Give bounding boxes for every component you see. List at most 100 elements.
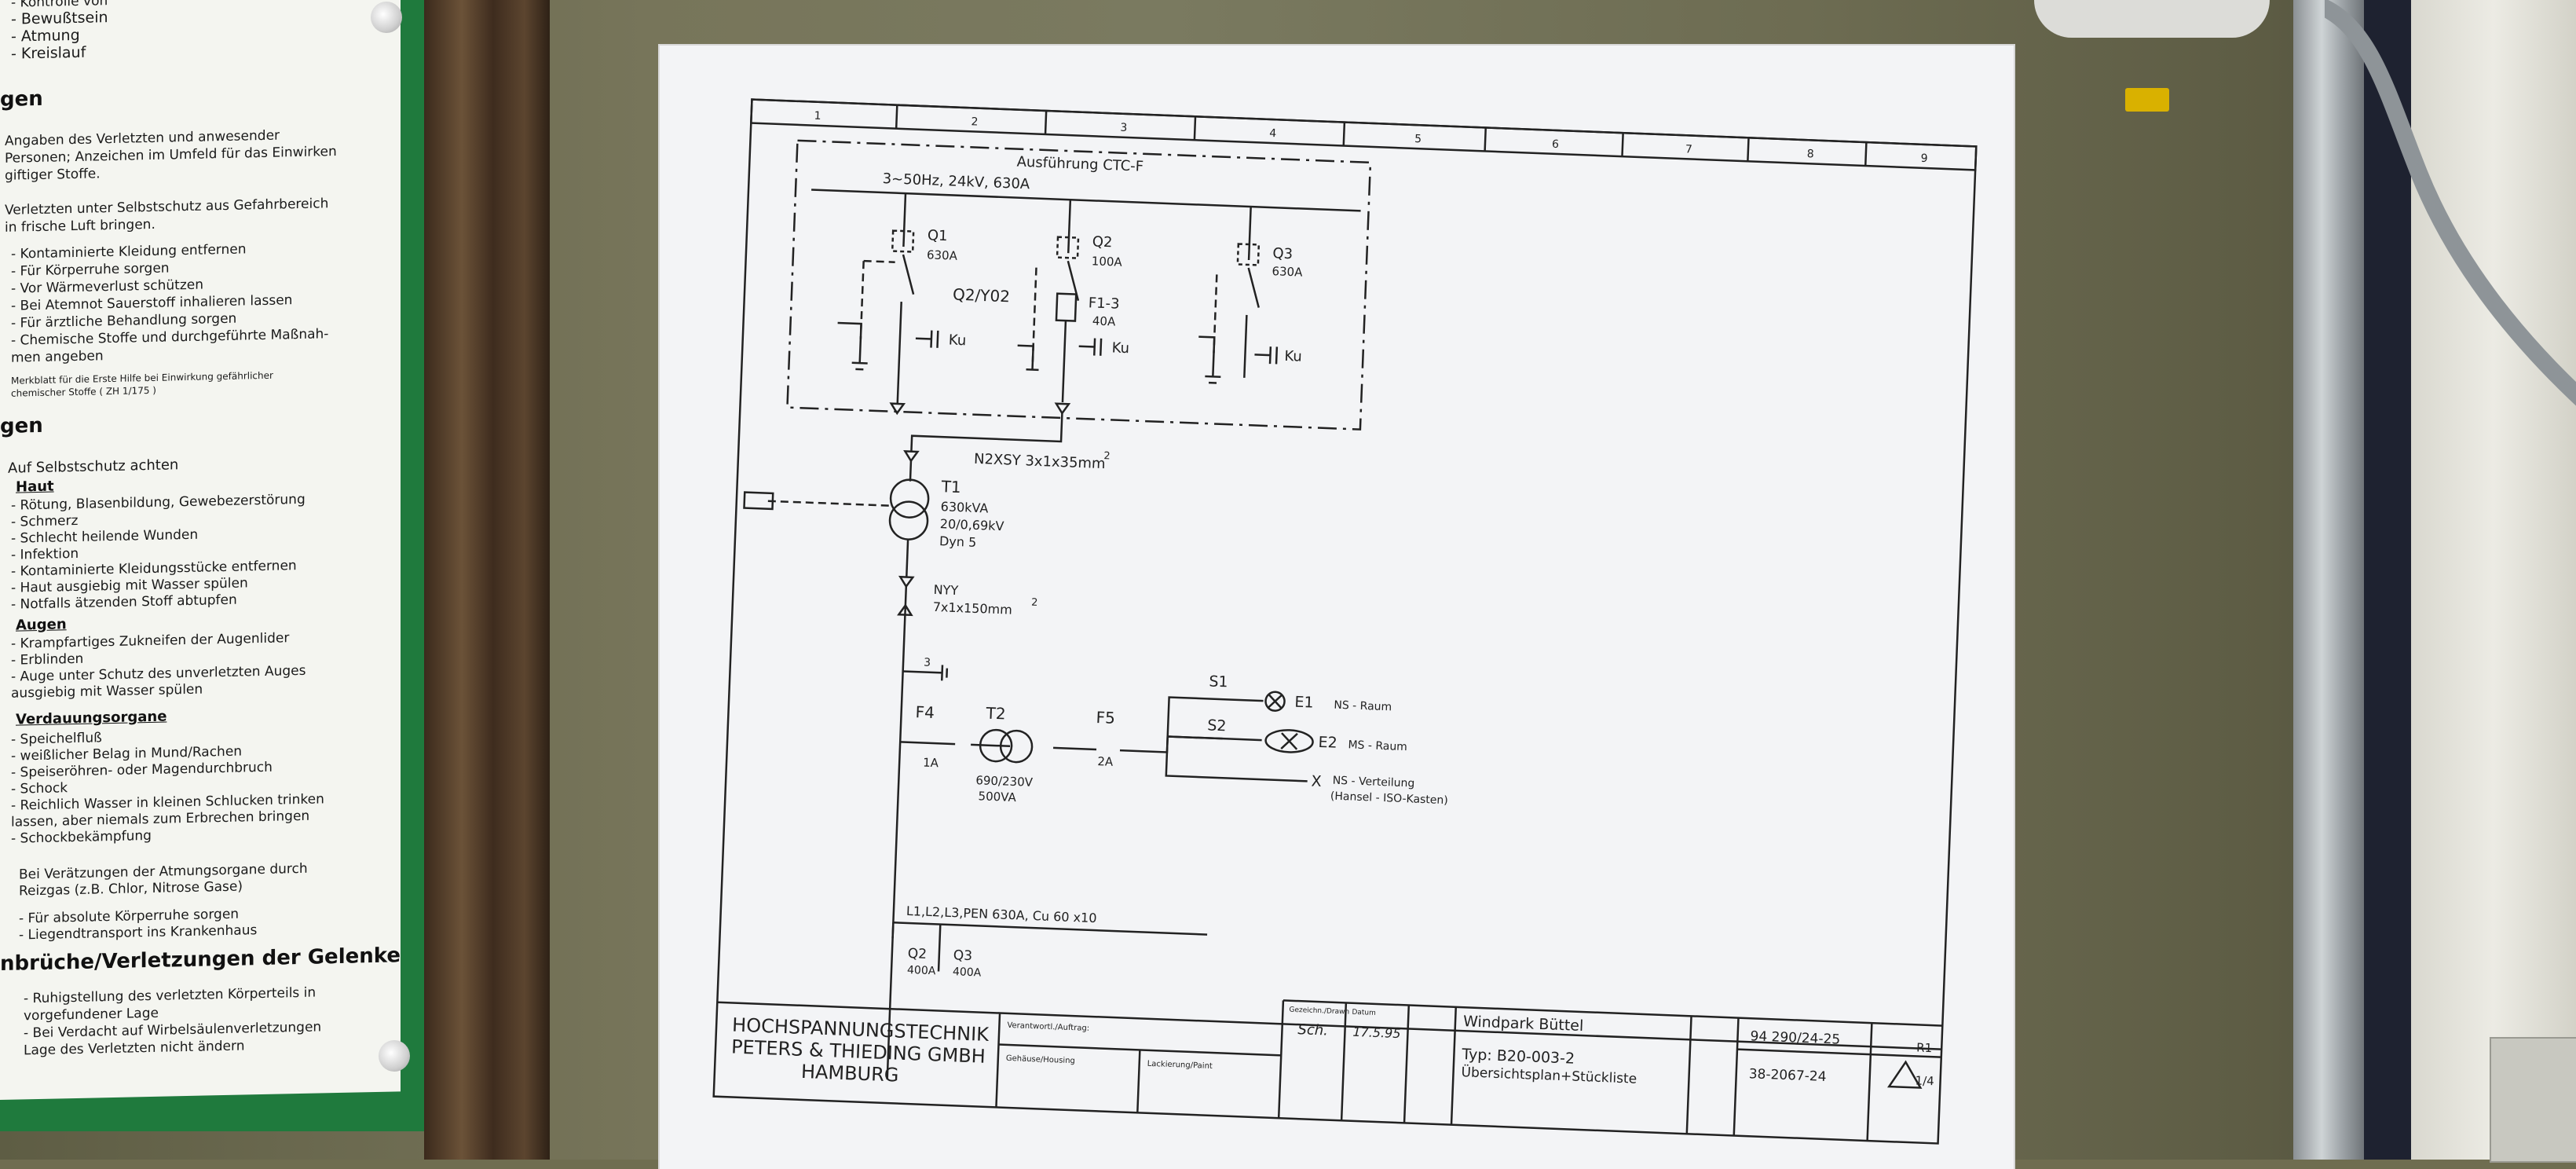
switch-q1: [837, 193, 915, 416]
e2-name: E2: [1318, 734, 1337, 752]
push-pin-bottom: [379, 1040, 410, 1072]
q1-ku-symbol: [915, 330, 939, 348]
e1-name: E1: [1294, 694, 1314, 712]
lamp-e1-cross: [1268, 694, 1283, 709]
switch-box: [2490, 1037, 2576, 1163]
f5-rating: 2A: [1097, 754, 1114, 769]
col-8: 8: [1806, 148, 1814, 160]
supplied-label: Verantwortl./Auftrag:: [1007, 1021, 1089, 1033]
e1-desc: NS - Raum: [1334, 699, 1392, 714]
switch-q3: [1198, 206, 1261, 384]
fa-haut-1: - Schmerz: [11, 512, 79, 530]
f4-rating: 1A: [923, 756, 939, 771]
drawn-value: Sch.: [1297, 1021, 1328, 1039]
s1-label: S1: [1209, 672, 1228, 691]
col-7: 7: [1685, 143, 1693, 156]
fa-haut-0: - Rötung, Blasenbildung, Gewebezerstörun…: [11, 491, 306, 514]
q3-ku: Ku: [1284, 348, 1302, 365]
wooden-frame: [424, 0, 550, 1160]
lamp-e2: [1264, 729, 1314, 753]
fa-gelenke-0: - Ruhigstellung des verletzten Körpertei…: [24, 984, 317, 1007]
x-desc2: (Hansel - ISO-Kasten): [1330, 790, 1448, 807]
q3-rating: 630A: [1272, 264, 1303, 280]
q2-ku: Ku: [1111, 339, 1129, 357]
busbar-label: L1,L2,L3,PEN 630A, Cu 60 x10: [906, 903, 1097, 925]
date-label: Datum: [1352, 1009, 1376, 1017]
q2b-rating: 400A: [907, 964, 936, 977]
lv-main-line: [886, 586, 908, 1080]
fa-verdauung-title: Verdauungsorgane: [16, 708, 167, 728]
fa-top-line-3: - Kreislauf: [11, 43, 86, 63]
cable-terminal: [903, 450, 920, 463]
q3-ku-symbol: [1254, 346, 1279, 365]
switch-q2: [1017, 200, 1080, 416]
supply-label: 3~50Hz, 24kV, 630A: [882, 170, 1030, 192]
q2-ku-symbol: [1078, 338, 1103, 356]
cable-n2xsy: [910, 412, 1063, 452]
first-aid-board: - Kontrolle von - Bewußtsein - Atmung - …: [0, 0, 424, 1131]
steel-door-frame: [2293, 0, 2364, 1160]
cable-label: N2XSY 3x1x35mm: [974, 451, 1106, 472]
sheet-rev: R1: [1916, 1040, 1933, 1055]
t2-line2: 500VA: [978, 789, 1017, 804]
fa-augen-title: Augen: [16, 616, 67, 634]
grey-cable: [2325, 0, 2576, 406]
q3b-name: Q3: [953, 947, 972, 964]
t2-name: T2: [985, 704, 1006, 724]
fa-augen-1: - Erblinden: [11, 650, 84, 669]
fa-note-0: Merkblatt für die Erste Hilfe bei Einwir…: [11, 369, 273, 387]
f13-name: F1-3: [1088, 295, 1120, 313]
fa-top-line-2: - Atmung: [11, 26, 80, 46]
fa-list1-2: - Vor Wärmeverlust schützen: [11, 277, 203, 297]
type-label: Typ: B20-003-2: [1461, 1046, 1575, 1068]
fa-verdauung-3: - Schock: [11, 780, 68, 797]
busbar-top: [811, 189, 1361, 212]
t2-coil-b: [999, 729, 1034, 764]
t1-name: T1: [940, 477, 961, 497]
panel-label: Lackierung/Paint: [1147, 1060, 1213, 1071]
job-number: 94 290/24-25: [1750, 1028, 1840, 1047]
col-2: 2: [971, 115, 979, 128]
q2-rating: 100A: [1092, 254, 1123, 269]
q2-y02-label: Q2/Y02: [953, 285, 1011, 306]
drawing-number: 38-2067-24: [1748, 1066, 1826, 1085]
fa-verdauung-0: - Speichelfluß: [11, 730, 102, 748]
ground-tap: [902, 665, 949, 681]
cable-sup: 2: [1103, 450, 1111, 462]
col-1: 1: [814, 110, 821, 123]
white-wall: [2411, 0, 2576, 1160]
fa-selfprotect: Auf Selbstschutz achten: [8, 456, 179, 477]
lv-busbar: [893, 921, 1208, 936]
fa-para1-2: giftiger Stoffe.: [5, 166, 101, 184]
schematic-drawing: 1 2 3 4 5 6 7 8 9 Ausführung CTC-F 3~50H…: [712, 98, 1978, 1145]
drawn-label: Gezeichn./Drawn: [1289, 1006, 1349, 1017]
fa-verdauung-6: - Schockbekämpfung: [11, 827, 152, 847]
nyy-sup: 2: [1031, 597, 1038, 609]
t1-line3: Dyn 5: [939, 533, 977, 550]
first-aid-poster: - Kontrolle von - Bewußtsein - Atmung - …: [0, 0, 401, 1101]
title-block: [717, 999, 1943, 1142]
lamp-wiring: [1165, 696, 1308, 782]
nyy-name: NYY: [933, 582, 958, 598]
t2-line1: 690/230V: [975, 773, 1034, 790]
ceiling-fixture: [2034, 0, 2270, 38]
col-4: 4: [1269, 127, 1277, 140]
fa-para2-0: Verletzten unter Selbstschutz aus Gefahr…: [5, 196, 329, 218]
t1-line2: 20/0,69kV: [940, 516, 1004, 533]
control-branch: [900, 735, 1223, 753]
q3b-rating: 400A: [953, 966, 982, 979]
col-9: 9: [1920, 152, 1928, 165]
f13-rating: 40A: [1092, 313, 1117, 328]
fa-gelenke-1: vorgefundener Lage: [24, 1005, 159, 1024]
fa-haut-3: - Infektion: [11, 545, 79, 563]
lamp-e2-cross: [1280, 732, 1298, 750]
e2-desc: MS - Raum: [1348, 738, 1407, 753]
q1-rating: 630A: [927, 247, 958, 263]
schematic-sheet: [660, 46, 2014, 1169]
t1-line1: 630kVA: [940, 499, 988, 515]
col-5: 5: [1414, 133, 1422, 145]
f5-name: F5: [1096, 708, 1115, 727]
yellow-tag: [2125, 88, 2169, 112]
fa-haut-title: Haut: [16, 478, 54, 496]
switchgear-box: [786, 139, 1372, 431]
